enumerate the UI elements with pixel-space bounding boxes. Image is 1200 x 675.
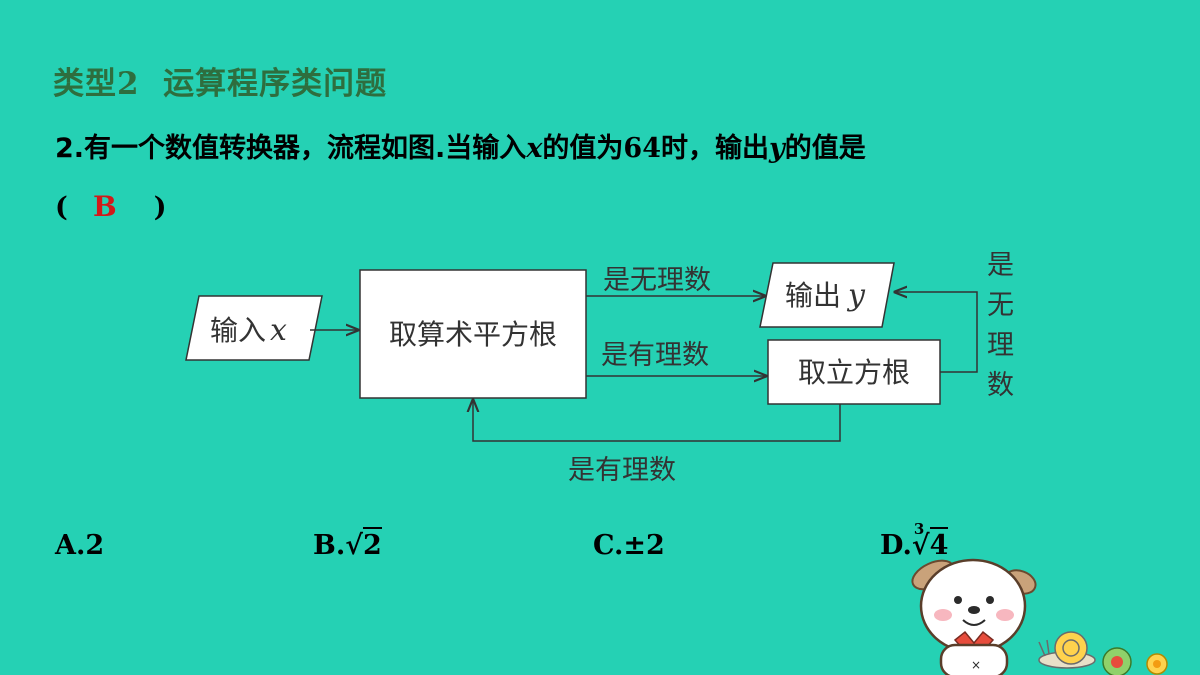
- option-a-letter: A.: [55, 530, 86, 561]
- flower-icon: [1102, 647, 1168, 675]
- input-parallelogram: [185, 295, 323, 361]
- question-part3: 时，输出: [661, 133, 769, 164]
- side-char-1: 是: [987, 250, 1014, 281]
- section-title-rest: 运算程序类问题: [163, 66, 388, 102]
- option-c-letter: C.: [593, 530, 624, 561]
- arrow-cbrt-to-output: [895, 292, 978, 373]
- sqrt-box: [359, 269, 587, 399]
- option-b[interactable]: B.√2: [313, 527, 382, 561]
- side-char-2: 无: [987, 290, 1014, 321]
- side-char-3: 理: [987, 330, 1014, 361]
- input-var: x: [270, 313, 287, 348]
- option-a[interactable]: A.2: [55, 530, 104, 561]
- answer-close-paren: ): [153, 192, 167, 223]
- answer-open-paren: (: [55, 192, 68, 223]
- output-parallelogram: [759, 262, 895, 328]
- question-text: 2.有一个数值转换器，流程如图.当输入x的值为64时，输出y的值是: [55, 126, 866, 165]
- puppy-illustration: ×: [911, 558, 1168, 675]
- question-part1: 2.有一个数值转换器，流程如图.当输入: [55, 133, 527, 164]
- svg-text:×: ×: [971, 658, 981, 672]
- sqrt-box-label: 取算术平方根: [389, 318, 557, 351]
- cbrt-box-label: 取立方根: [798, 356, 910, 389]
- rational-bottom-label: 是有理数: [568, 455, 676, 486]
- option-c[interactable]: C.±2: [593, 530, 665, 561]
- question-num: 64: [623, 133, 661, 164]
- option-b-letter: B.: [313, 530, 346, 561]
- question-var-y: y: [769, 133, 785, 164]
- question-part4: 的值是: [784, 133, 866, 164]
- question-part2: 的值为: [542, 133, 624, 164]
- puppy-icon: ×: [911, 558, 1037, 675]
- irrational-top-label: 是无理数: [603, 265, 711, 296]
- answer-parentheses: (): [55, 192, 167, 223]
- question-var-x: x: [526, 133, 543, 164]
- option-d-radical: √: [911, 530, 930, 561]
- side-char-4: 数: [987, 370, 1014, 401]
- option-d-letter: D.: [880, 530, 912, 561]
- option-b-value: 2: [362, 527, 382, 561]
- option-a-value: 2: [85, 530, 105, 561]
- input-label: 输入: [210, 314, 266, 347]
- section-title: 类型2 运算程序类问题: [53, 58, 387, 103]
- option-b-radical: √: [345, 530, 363, 561]
- output-label: 输出: [785, 279, 841, 312]
- option-d-index: 3: [913, 520, 925, 538]
- section-title-num: 2: [117, 66, 140, 102]
- cbrt-box: [767, 339, 941, 405]
- arrow-cbrt-to-sqrt: [473, 400, 841, 442]
- snail-icon: [1038, 631, 1096, 669]
- option-d[interactable]: D.3√4: [880, 520, 949, 561]
- option-c-value: ±2: [623, 530, 665, 561]
- output-var: y: [846, 278, 866, 313]
- section-title-prefix: 类型: [53, 66, 117, 102]
- answer-value: B: [93, 190, 117, 223]
- option-d-value: 4: [929, 527, 949, 561]
- rational-mid-label: 是有理数: [601, 340, 709, 371]
